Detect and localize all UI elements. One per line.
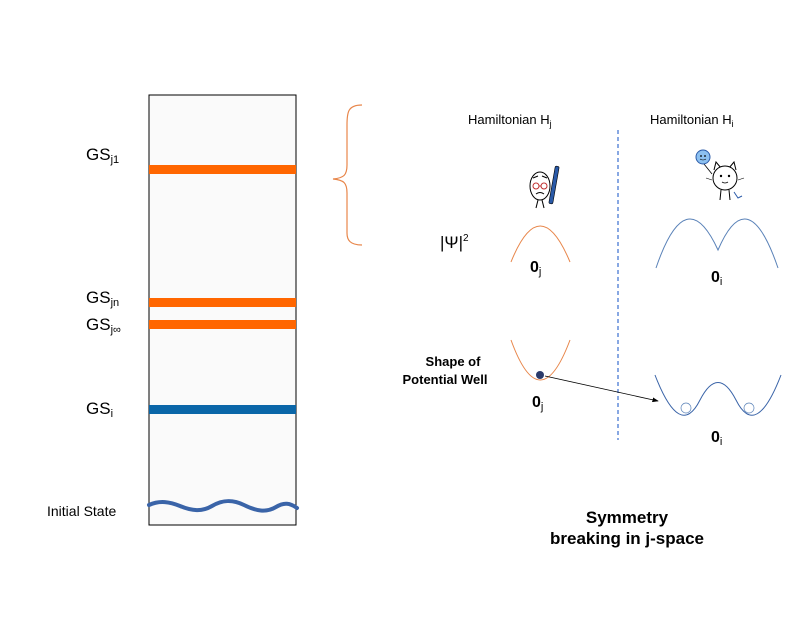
label-gs-jn: GSjn: [86, 288, 119, 309]
label-zero-j-top: 0j: [530, 259, 541, 278]
particle-ball: [536, 371, 544, 379]
label-psi-squared: |Ψ|2: [440, 233, 469, 252]
wavefunction-i-curve: [655, 218, 779, 269]
level-bar-gs-i: [149, 405, 296, 414]
transition-arrow: [544, 375, 659, 403]
caption-line-2: breaking in j-space: [550, 529, 704, 548]
wavefunction-j-curve: [510, 225, 571, 263]
energy-level-column: [148, 94, 297, 526]
character-i-icon: [695, 149, 745, 201]
ghost-ball-left: [680, 402, 692, 414]
header-hamiltonian-j: Hamiltonian Hj: [468, 112, 552, 129]
initial-state-wave: [147, 499, 299, 513]
label-zero-i-top: 0i: [711, 269, 722, 288]
label-shape-of: Shape of: [426, 354, 482, 369]
level-bar-gs-jn: [149, 298, 296, 307]
character-j-icon: [529, 165, 560, 209]
caption-line-1: Symmetry: [586, 508, 669, 527]
label-gs-jinf: GSj∞: [86, 315, 121, 336]
curly-brace: [332, 104, 363, 246]
label-initial-state: Initial State: [47, 503, 116, 519]
level-bar-gs-j1: [149, 165, 296, 174]
level-bar-gs-jinf: [149, 320, 296, 329]
potential-well-j-curve: [510, 339, 571, 381]
ghost-ball-right: [743, 402, 755, 414]
label-zero-i-bottom: 0i: [711, 429, 722, 448]
label-gs-j1: GSj1: [86, 145, 119, 166]
header-hamiltonian-i: Hamiltonian Hi: [650, 112, 734, 129]
label-potential-well: Potential Well: [403, 372, 488, 387]
label-zero-j-bottom: 0j: [532, 394, 543, 413]
label-gs-i: GSi: [86, 399, 113, 420]
potential-well-i-curve: [654, 374, 782, 416]
